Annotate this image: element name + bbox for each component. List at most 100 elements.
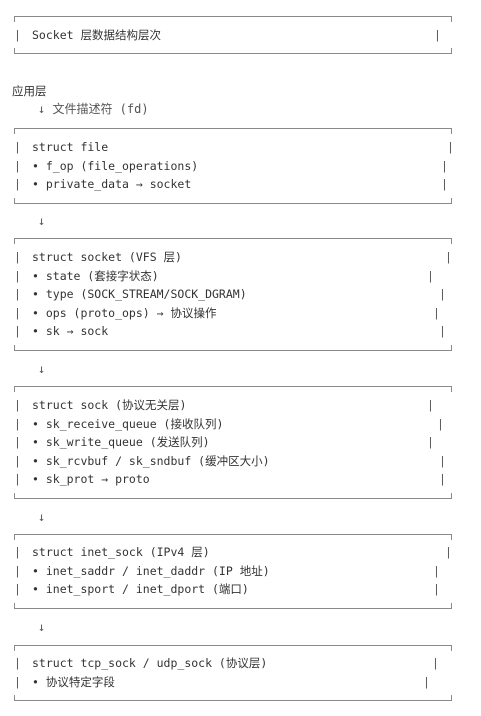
struct-name: struct sock (协议无关层) bbox=[32, 398, 187, 412]
struct-box: | struct inet_sock (IPv4 层) | | • inet_saddr… bbox=[14, 534, 452, 609]
left-border-glyph: | bbox=[14, 268, 21, 283]
right-border-glyph: | bbox=[434, 28, 441, 42]
struct-name-row: | struct socket (VFS 层) | bbox=[14, 248, 452, 266]
right-border-glyph: | bbox=[441, 177, 448, 191]
struct-name: struct inet_sock (IPv4 层) bbox=[32, 545, 210, 559]
left-border-glyph: | bbox=[14, 416, 21, 431]
struct-field-row: | • ops (proto_ops) → 协议操作 | bbox=[14, 304, 452, 322]
struct-field: • f_op (file_operations) bbox=[32, 158, 199, 173]
right-border-glyph: | bbox=[439, 324, 446, 338]
diagram-title: Socket 层数据结构层次 bbox=[32, 28, 161, 42]
app-layer-label: 应用层 bbox=[12, 84, 47, 98]
struct-field-row: | • sk_write_queue (发送队列) | bbox=[14, 433, 452, 451]
left-border-glyph: | bbox=[14, 158, 21, 173]
down-arrow: ↓ bbox=[38, 214, 46, 228]
struct-field: • sk_rcvbuf / sk_sndbuf (缓冲区大小) bbox=[32, 453, 270, 468]
box-row: | Socket 层数据结构层次 | bbox=[14, 26, 452, 44]
box-bottom-border bbox=[14, 344, 452, 351]
left-border-glyph: | bbox=[14, 582, 21, 596]
struct-field: • inet_sport / inet_dport (端口) bbox=[32, 582, 249, 596]
struct-field-row: | • type (SOCK_STREAM/SOCK_DGRAM) | bbox=[14, 285, 452, 303]
struct-name-row: | struct inet_sock (IPv4 层) | bbox=[14, 543, 452, 561]
right-border-glyph: | bbox=[427, 435, 434, 449]
struct-field: • sk → sock bbox=[32, 324, 109, 338]
struct-name-row: | struct file | bbox=[14, 138, 454, 156]
struct-name: struct tcp_sock / udp_sock (协议层) bbox=[32, 656, 268, 670]
left-border-glyph: | bbox=[14, 250, 21, 264]
left-border-glyph: | bbox=[14, 563, 21, 578]
box-top-border bbox=[14, 238, 452, 244]
left-border-glyph: | bbox=[14, 324, 21, 338]
left-border-glyph: | bbox=[14, 287, 21, 301]
right-border-glyph: | bbox=[427, 268, 434, 283]
left-border-glyph: | bbox=[14, 674, 21, 689]
box-top-border bbox=[14, 534, 452, 540]
struct-field: • sk_prot → proto bbox=[32, 472, 150, 486]
right-border-glyph: | bbox=[433, 563, 440, 578]
struct-box: |struct tcp_sock / udp_sock (协议层)||• 协议特… bbox=[14, 645, 452, 701]
struct-field-row: | • inet_sport / inet_dport (端口) | bbox=[14, 580, 452, 598]
struct-field-row: | • 协议特定字段 | bbox=[14, 673, 452, 691]
right-border-glyph: | bbox=[432, 656, 439, 670]
right-border-glyph: | bbox=[423, 674, 430, 689]
right-border-glyph: | bbox=[439, 287, 446, 301]
struct-field: • sk_write_queue (发送队列) bbox=[32, 435, 210, 449]
left-border-glyph: | bbox=[14, 472, 21, 486]
struct-field-row: | • sk_receive_queue (接收队列) | bbox=[14, 415, 452, 433]
right-border-glyph: | bbox=[433, 582, 440, 596]
struct-field: • inet_saddr / inet_daddr (IP 地址) bbox=[32, 563, 270, 578]
struct-field: • 协议特定字段 bbox=[32, 674, 115, 689]
right-border-glyph: | bbox=[437, 416, 444, 431]
title-box: | Socket 层数据结构层次 | bbox=[14, 16, 452, 54]
left-border-glyph: | bbox=[14, 177, 21, 191]
right-border-glyph: | bbox=[433, 305, 440, 320]
down-arrow: ↓ bbox=[38, 362, 46, 376]
struct-box: |struct sock (协议无关层)||• sk_receive_queue… bbox=[14, 386, 452, 499]
struct-field: • ops (proto_ops) → 协议操作 bbox=[32, 305, 217, 320]
left-border-glyph: | bbox=[14, 545, 21, 559]
struct-field-row: | • state (套接字状态) | bbox=[14, 267, 452, 285]
left-border-glyph: | bbox=[14, 398, 21, 412]
struct-box: |struct file||• f_op (file_operations)||… bbox=[14, 128, 454, 204]
struct-field: • private_data → socket bbox=[32, 177, 192, 191]
box-bottom-border bbox=[14, 695, 452, 701]
left-border-glyph: | bbox=[14, 28, 21, 42]
box-bottom-border bbox=[14, 197, 452, 204]
right-border-glyph: | bbox=[447, 140, 454, 154]
right-border-glyph: | bbox=[445, 250, 452, 264]
left-border-glyph: | bbox=[14, 305, 21, 320]
right-border-glyph: | bbox=[445, 545, 452, 559]
struct-box: |struct socket (VFS 层)||• state (套接字状态)|… bbox=[14, 238, 452, 351]
struct-name: struct socket (VFS 层) bbox=[32, 250, 182, 264]
struct-field-row: | • inet_saddr / inet_daddr (IP 地址) | bbox=[14, 562, 452, 580]
struct-field: • sk_receive_queue (接收队列) bbox=[32, 416, 224, 431]
fd-arrow: ↓ 文件描述符 (fd) bbox=[38, 102, 149, 116]
struct-field: • type (SOCK_STREAM/SOCK_DGRAM) bbox=[32, 287, 247, 301]
box-top-border bbox=[14, 128, 452, 134]
struct-field-row: | • sk_prot → proto | bbox=[14, 470, 452, 488]
left-border-glyph: | bbox=[14, 453, 21, 468]
struct-field-row: | • sk_rcvbuf / sk_sndbuf (缓冲区大小) | bbox=[14, 452, 452, 470]
right-border-glyph: | bbox=[439, 472, 446, 486]
box-bottom-border bbox=[14, 48, 452, 54]
struct-name: struct file bbox=[32, 140, 109, 154]
box-top-border bbox=[14, 16, 452, 22]
down-arrow: ↓ bbox=[38, 510, 46, 524]
box-bottom-border bbox=[14, 602, 452, 609]
box-bottom-border bbox=[14, 492, 452, 499]
box-top-border bbox=[14, 645, 452, 651]
left-border-glyph: | bbox=[14, 435, 21, 449]
struct-field: • state (套接字状态) bbox=[32, 268, 159, 283]
down-arrow: ↓ bbox=[38, 620, 46, 634]
right-border-glyph: | bbox=[439, 453, 446, 468]
left-border-glyph: | bbox=[14, 656, 21, 670]
struct-field-row: | • f_op (file_operations) | bbox=[14, 157, 452, 175]
struct-field-row: | • sk → sock | bbox=[14, 322, 452, 340]
struct-name-row: | struct tcp_sock / udp_sock (协议层) | bbox=[14, 654, 452, 672]
right-border-glyph: | bbox=[427, 398, 434, 412]
struct-field-row: | • private_data → socket | bbox=[14, 175, 452, 193]
right-border-glyph: | bbox=[441, 158, 448, 173]
box-top-border bbox=[14, 386, 452, 392]
struct-name-row: | struct sock (协议无关层) | bbox=[14, 396, 452, 414]
left-border-glyph: | bbox=[14, 140, 21, 154]
